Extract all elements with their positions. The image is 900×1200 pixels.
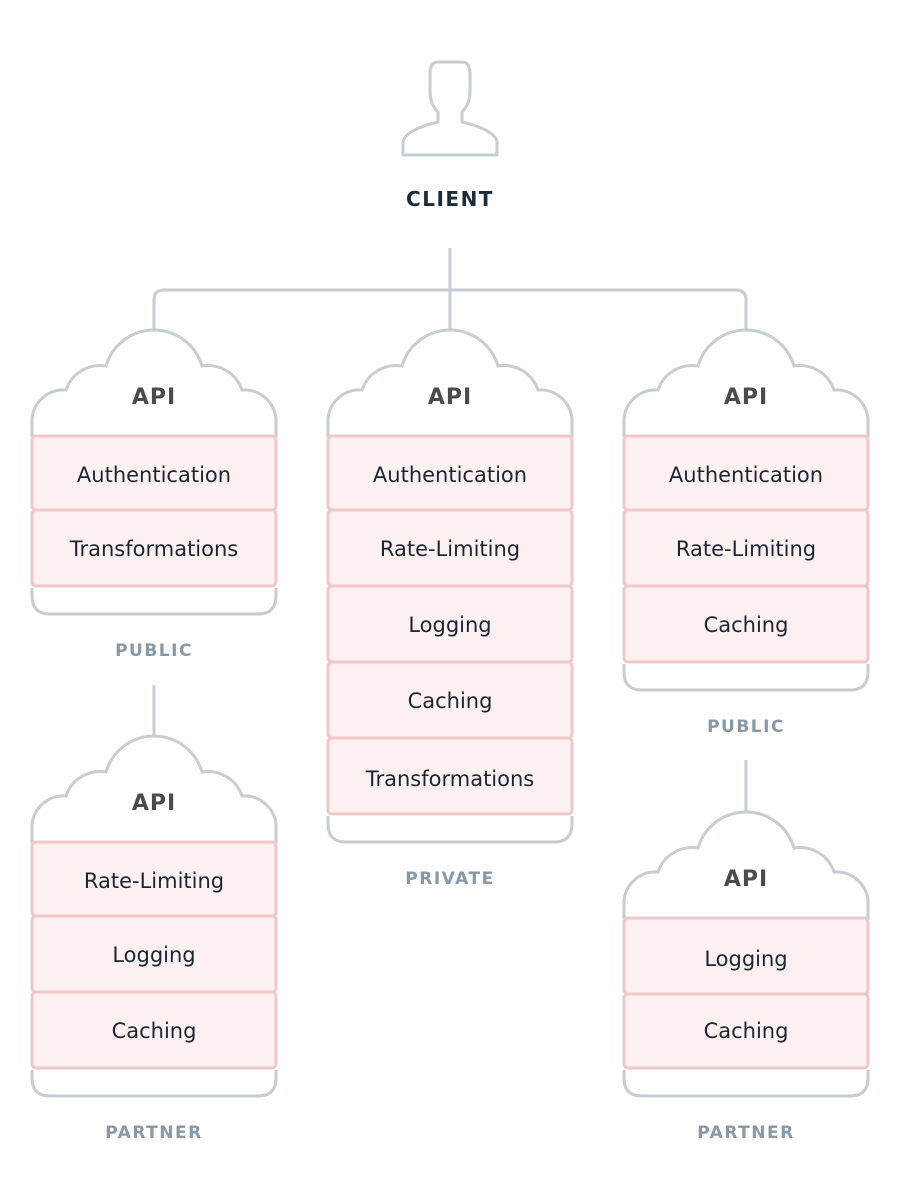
group-label: PARTNER xyxy=(697,1123,794,1143)
user-icon xyxy=(401,60,499,157)
layer-label: Rate-Limiting xyxy=(676,537,816,561)
layer-label: Transformations xyxy=(365,767,535,791)
layer-row xyxy=(622,584,870,664)
group-label: PUBLIC xyxy=(707,717,785,737)
client-label: CLIENT xyxy=(406,187,494,211)
layer-label: Logging xyxy=(112,943,195,967)
group-label: PUBLIC xyxy=(115,641,193,661)
layer-label: Caching xyxy=(704,1019,789,1043)
layer-label: Authentication xyxy=(373,463,527,487)
api-title: API xyxy=(132,385,176,410)
layer-label: Logging xyxy=(408,613,491,637)
api-title: API xyxy=(724,867,768,892)
layer-label: Caching xyxy=(408,689,493,713)
layer-row xyxy=(622,992,870,1070)
layer-label: Transformations xyxy=(69,537,239,561)
group-label: PRIVATE xyxy=(405,869,494,889)
api-card-partner-left: API Rate-Limiting Logging Caching PARTNE… xyxy=(30,734,278,1143)
layer-row xyxy=(30,990,278,1070)
api-title: API xyxy=(132,791,176,816)
layer-row xyxy=(30,508,278,588)
group-label: PARTNER xyxy=(105,1123,202,1143)
api-title: API xyxy=(724,385,768,410)
layer-label: Logging xyxy=(704,947,787,971)
layer-label: Authentication xyxy=(77,463,231,487)
layer-label: Caching xyxy=(112,1019,197,1043)
layer-label: Rate-Limiting xyxy=(84,869,224,893)
layer-label: Authentication xyxy=(669,463,823,487)
layer-row xyxy=(326,736,574,816)
api-card-private: API Authentication Rate-Limiting Logging… xyxy=(326,328,574,889)
connectors xyxy=(152,248,748,815)
layer-label: Caching xyxy=(704,613,789,637)
api-card-partner-right: API Logging Caching PARTNER xyxy=(622,810,870,1143)
api-card-public-left: API Authentication Transformations PUBLI… xyxy=(30,328,278,661)
api-card-public-right: API Authentication Rate-Limiting Caching… xyxy=(622,328,870,737)
layer-label: Rate-Limiting xyxy=(380,537,520,561)
api-title: API xyxy=(428,385,472,410)
